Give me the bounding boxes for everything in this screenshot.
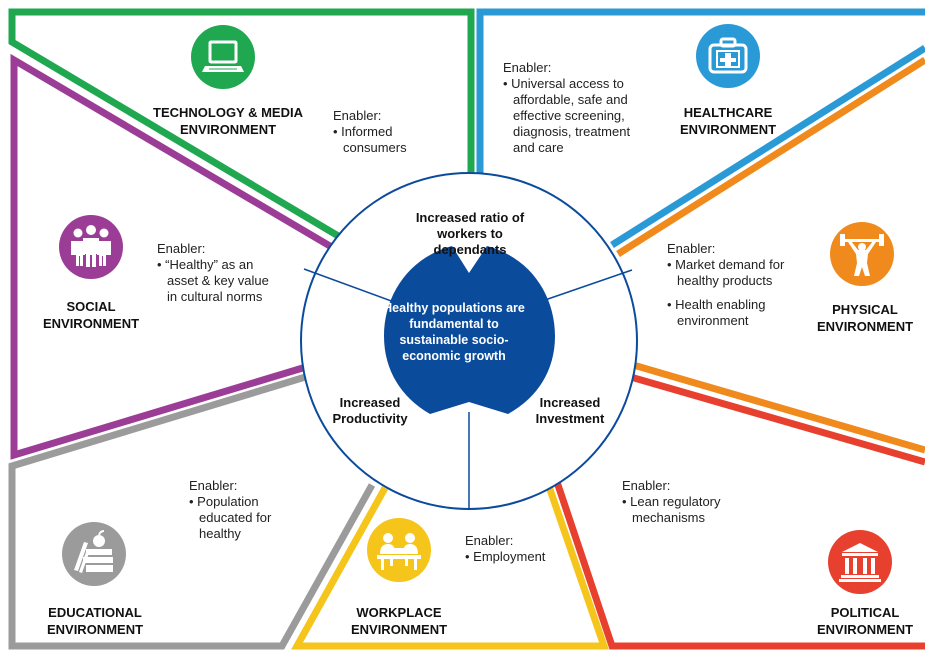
enabler-item: Market demand for healthy products bbox=[667, 257, 792, 289]
hub-left-label: Increased Productivity bbox=[332, 395, 408, 426]
enabler-title: Enabler: bbox=[465, 533, 514, 548]
social-sector-label: SOCIAL ENVIRONMENT bbox=[42, 299, 140, 331]
people-group-icon bbox=[59, 215, 123, 284]
technology-sector-border bbox=[8, 8, 475, 244]
healthcare-sector-border bbox=[476, 8, 925, 196]
enabler-item: Universal access to affordable, safe and… bbox=[503, 76, 653, 156]
enabler-item: Health enabling environment bbox=[667, 297, 792, 329]
hub-spoke-right bbox=[544, 269, 633, 301]
laptop-icon bbox=[191, 25, 255, 94]
enabler-title: Enabler: bbox=[189, 478, 238, 493]
workplace-sector-label: WORKPLACE ENVIRONMENT bbox=[350, 605, 448, 637]
enabler-item: Employment bbox=[465, 549, 585, 565]
hub-top-label: Increased ratio of workers to dependants bbox=[415, 210, 525, 257]
educational-enabler: Enabler: Population educated for healthy bbox=[189, 478, 293, 542]
social-enabler: Enabler: “Healthy” as an asset & key val… bbox=[157, 241, 275, 305]
books-apple-icon bbox=[62, 522, 126, 591]
enabler-item: Lean regulatory mechanisms bbox=[622, 494, 752, 526]
hub-right-label: Increased Investment bbox=[535, 395, 605, 426]
enabler-item: Informed consumers bbox=[333, 124, 443, 156]
political-sector-label: POLITICAL ENVIRONMENT bbox=[816, 605, 914, 637]
enabler-item: Population educated for healthy bbox=[189, 494, 293, 542]
hub-spoke-left bbox=[303, 268, 395, 303]
enabler-title: Enabler: bbox=[667, 241, 716, 256]
technology-enabler: Enabler: Informed consumers bbox=[333, 108, 443, 156]
weightlifter-icon bbox=[830, 222, 894, 291]
political-sector-border-lower bbox=[549, 468, 925, 650]
enabler-title: Enabler: bbox=[157, 241, 206, 256]
political-enabler: Enabler: Lean regulatory mechanisms bbox=[622, 478, 752, 526]
educational-sector-border bbox=[8, 371, 376, 650]
enabler-title: Enabler: bbox=[503, 60, 552, 75]
medical-kit-icon bbox=[696, 24, 760, 93]
center-blob bbox=[384, 246, 555, 414]
educational-sector-label: EDUCATIONAL ENVIRONMENT bbox=[46, 605, 144, 637]
social-sector-border bbox=[10, 53, 337, 460]
technology-sector-label: TECHNOLOGY & MEDIA ENVIRONMENT bbox=[153, 105, 303, 137]
physical-sector-label: PHYSICAL ENVIRONMENT bbox=[816, 302, 914, 334]
physical-sector-divider-top bbox=[616, 57, 925, 257]
enabler-item: “Healthy” as an asset & key value in cul… bbox=[157, 257, 275, 305]
healthcare-enabler: Enabler: Universal access to affordable,… bbox=[503, 60, 653, 156]
workplace-enabler: Enabler: Employment bbox=[465, 533, 585, 565]
physical-sector-divider-bottom bbox=[615, 356, 925, 454]
healthcare-sector-divider bbox=[610, 45, 925, 248]
government-building-icon bbox=[828, 530, 892, 599]
center-statement: Healthy populations are fundamental to s… bbox=[383, 301, 525, 363]
enabler-title: Enabler: bbox=[622, 478, 671, 493]
healthcare-sector-label: HEALTHCARE ENVIRONMENT bbox=[679, 105, 777, 137]
office-workers-icon bbox=[367, 518, 431, 587]
political-sector-border bbox=[609, 367, 925, 466]
enabler-title: Enabler: bbox=[333, 108, 382, 123]
physical-enabler: Enabler: Market demand for healthy produ… bbox=[667, 241, 792, 329]
